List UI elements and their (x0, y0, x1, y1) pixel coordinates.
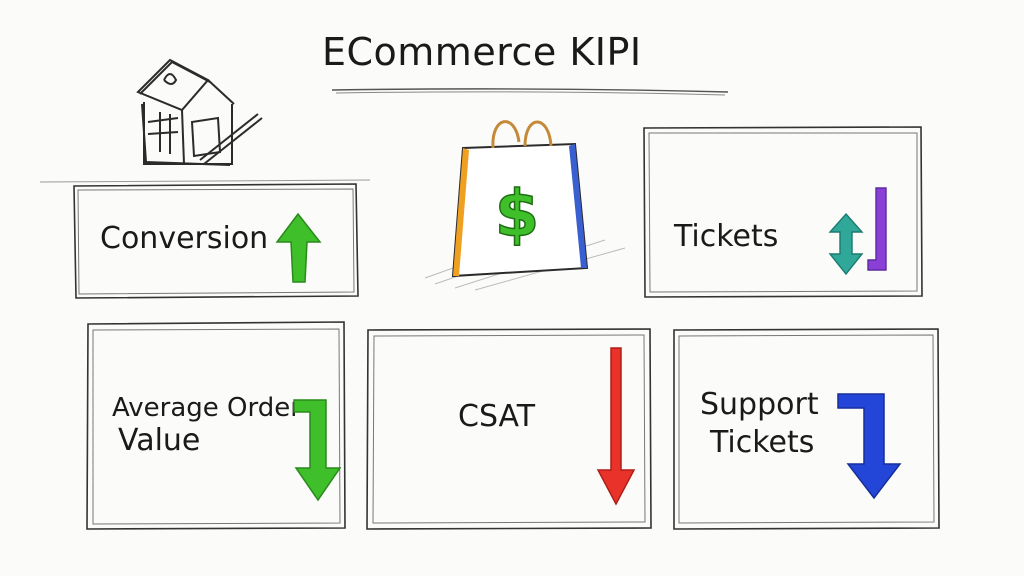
card-csat: CSAT (364, 326, 654, 532)
support-tickets-label-line2: Tickets (710, 425, 815, 460)
shopping-bag-dollar-icon: $ (424, 120, 626, 291)
tickets-label: Tickets (674, 219, 779, 254)
card-frame (86, 321, 346, 530)
card-support-tickets: Support Tickets (670, 326, 942, 532)
support-tickets-label-line1: Support (700, 387, 819, 422)
card-frame (39, 179, 371, 299)
aov-label-line2: Value (118, 423, 201, 458)
card-frame (673, 328, 940, 530)
title-underline (331, 88, 729, 96)
page-title: ECommerce KIPI (322, 30, 642, 74)
card-frame (643, 126, 923, 298)
svg-text:$: $ (495, 178, 540, 252)
house-sketch-icon (136, 58, 263, 166)
aov-label-line1: Average Order (112, 393, 301, 423)
aov-trend-down-arrow (293, 399, 342, 502)
tickets-trend-updown-arrow (828, 187, 887, 276)
card-tickets: Tickets (640, 124, 925, 300)
csat-label: CSAT (458, 399, 536, 434)
card-conversion: Conversion (39, 179, 371, 300)
card-average-order-value: Average Order Value (84, 320, 348, 532)
conversion-label: Conversion (100, 221, 269, 256)
conversion-trend-up-arrow (275, 212, 322, 283)
csat-trend-down-arrow (596, 347, 636, 506)
support-tickets-trend-down-arrow (837, 393, 902, 500)
card-frame (366, 328, 652, 530)
